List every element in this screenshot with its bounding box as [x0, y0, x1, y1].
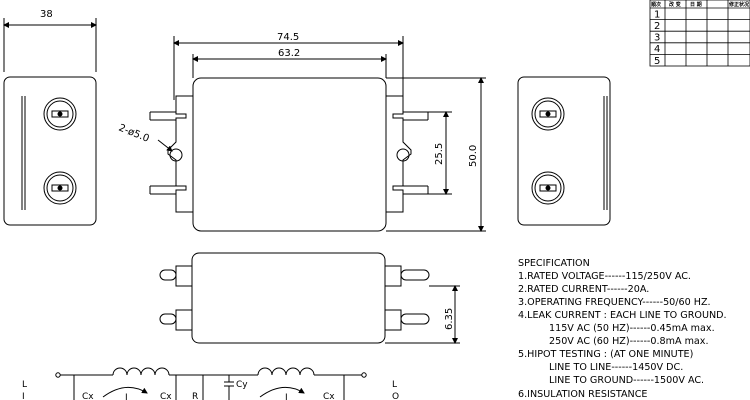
- spec-title: SPECIFICATION: [518, 258, 590, 269]
- front-view: [149, 36, 486, 232]
- rev-row-3: 3: [654, 33, 660, 44]
- overall-height-dim: 50.0: [468, 145, 479, 167]
- spec-line-4: 4.LEAK CURRENT : EACH LINE TO GROUND.: [518, 310, 727, 321]
- rev-header-date: 日 期: [690, 1, 702, 8]
- circuit-right-terminal-bottom: O: [392, 392, 399, 400]
- spec-line-7: 5.HIPOT TESTING : (AT ONE MINUTE): [518, 349, 693, 360]
- rev-header-seq: 順次: [650, 1, 661, 8]
- side-width-dim: 38: [40, 9, 53, 20]
- spec-line-8: LINE TO LINE------1450V DC.: [549, 362, 683, 373]
- left-side-view: [3, 18, 97, 226]
- spec-line-1: 1.RATED VOLTAGE------115/250V AC.: [518, 271, 691, 282]
- right-side-view: [517, 76, 611, 226]
- circuit-label-cx-2: Cx: [160, 392, 172, 400]
- spec-line-5: 115V AC (50 HZ)------0.45mA max.: [549, 323, 715, 334]
- hole-callout: 2-ø5.0: [117, 123, 151, 145]
- rev-row-2: 2: [654, 21, 660, 32]
- circuit-left-terminal-bottom: I: [22, 392, 25, 400]
- bottom-view: [159, 252, 460, 344]
- circuit-label-cx-3: Cx: [323, 392, 335, 400]
- rev-row-5: 5: [654, 56, 660, 67]
- rev-header-status: 修正状况: [728, 1, 749, 8]
- spec-line-10: 6.INSULATION RESISTANCE: [518, 389, 647, 400]
- rev-row-4: 4: [654, 44, 660, 55]
- circuit-label-i-2: I: [285, 393, 288, 400]
- spec-line-3: 3.OPERATING FREQUENCY------50/60 HZ.: [518, 297, 711, 308]
- circuit-left-terminal-top: L: [22, 380, 27, 390]
- circuit-right-terminal-top: L: [392, 380, 397, 390]
- revision-table: [649, 0, 750, 67]
- rev-header-change: 改 变: [669, 1, 681, 8]
- spec-line-2: 2.RATED CURRENT------20A.: [518, 284, 649, 295]
- circuit-label-cy: Cy: [236, 380, 248, 390]
- overall-length-dim: 74.5: [277, 32, 299, 43]
- filter-circuit: [55, 367, 367, 400]
- terminal-height-dim: 6.35: [444, 308, 455, 330]
- spec-line-9: LINE TO GROUND------1500V AC.: [549, 375, 704, 386]
- spec-line-6: 250V AC (60 HZ)------0.8mA max.: [549, 336, 709, 347]
- hole-spacing-dim: 25.5: [434, 143, 445, 165]
- circuit-label-cx-1: Cx: [82, 392, 94, 400]
- circuit-label-r: R: [192, 392, 198, 400]
- rev-row-1: 1: [654, 10, 660, 21]
- specification-block: SPECIFICATION 1.RATED VOLTAGE------115/2…: [518, 258, 727, 400]
- mount-spacing-dim: 63.2: [278, 48, 300, 59]
- circuit-label-i-1: I: [125, 393, 128, 400]
